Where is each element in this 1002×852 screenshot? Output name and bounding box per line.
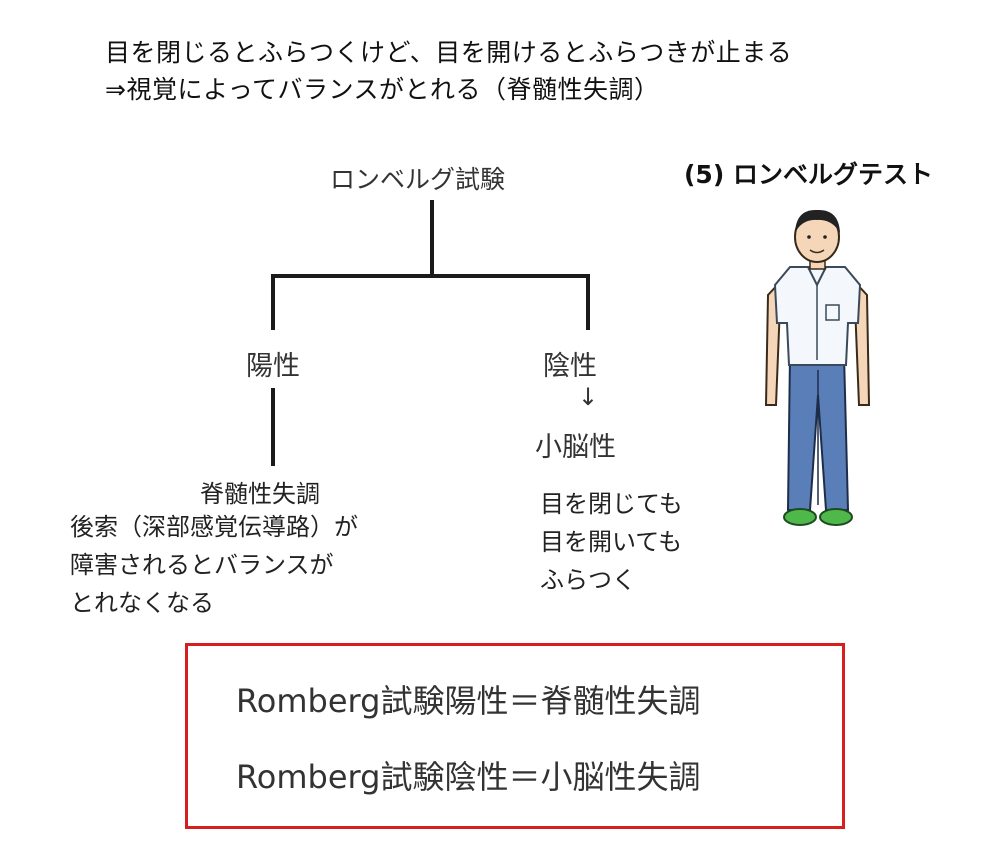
header-line-1: 目を閉じるとふらつくけど、目を開けるとふらつきが止まる <box>105 38 793 67</box>
standing-man-icon <box>764 209 871 526</box>
negative-note-line: 目を閉じても <box>540 490 683 518</box>
tree-positive-result: 脊髄性失調 <box>200 480 320 508</box>
positive-note-line: とれなくなる <box>70 589 214 617</box>
tree-negative-result: 小脳性 <box>535 432 616 463</box>
left-shoe <box>783 508 817 526</box>
header-line-2: ⇒視覚によってバランスがとれる（脊髄性失調） <box>105 75 660 104</box>
summary-line-negative: Romberg試験陰性＝小脳性失調 <box>236 758 701 796</box>
negative-note: 目を閉じても 目を開いても ふらつく <box>540 485 683 599</box>
shirt-pocket <box>825 304 840 321</box>
tree-negative-arrow: ↓ <box>578 383 599 411</box>
summary-line-positive: Romberg試験陽性＝脊髄性失調 <box>236 682 701 720</box>
tree-positive-label: 陽性 <box>246 351 300 382</box>
positive-note-line: 後索（深部感覚伝導路）が <box>70 513 358 541</box>
section-title: (5) ロンベルグテスト <box>684 160 933 189</box>
tree-negative-label: 陰性 <box>543 351 597 382</box>
positive-note-line: 障害されるとバランスが <box>70 551 334 579</box>
positive-note: 後索（深部感覚伝導路）が 障害されるとバランスが とれなくなる <box>70 508 358 622</box>
tree-root: ロンベルグ試験 <box>330 165 506 194</box>
negative-note-line: ふらつく <box>540 566 636 594</box>
right-shoe <box>819 508 853 526</box>
hair <box>795 209 840 233</box>
summary-box: Romberg試験陽性＝脊髄性失調 Romberg試験陰性＝小脳性失調 <box>185 643 845 829</box>
negative-note-line: 目を開いても <box>540 528 683 556</box>
